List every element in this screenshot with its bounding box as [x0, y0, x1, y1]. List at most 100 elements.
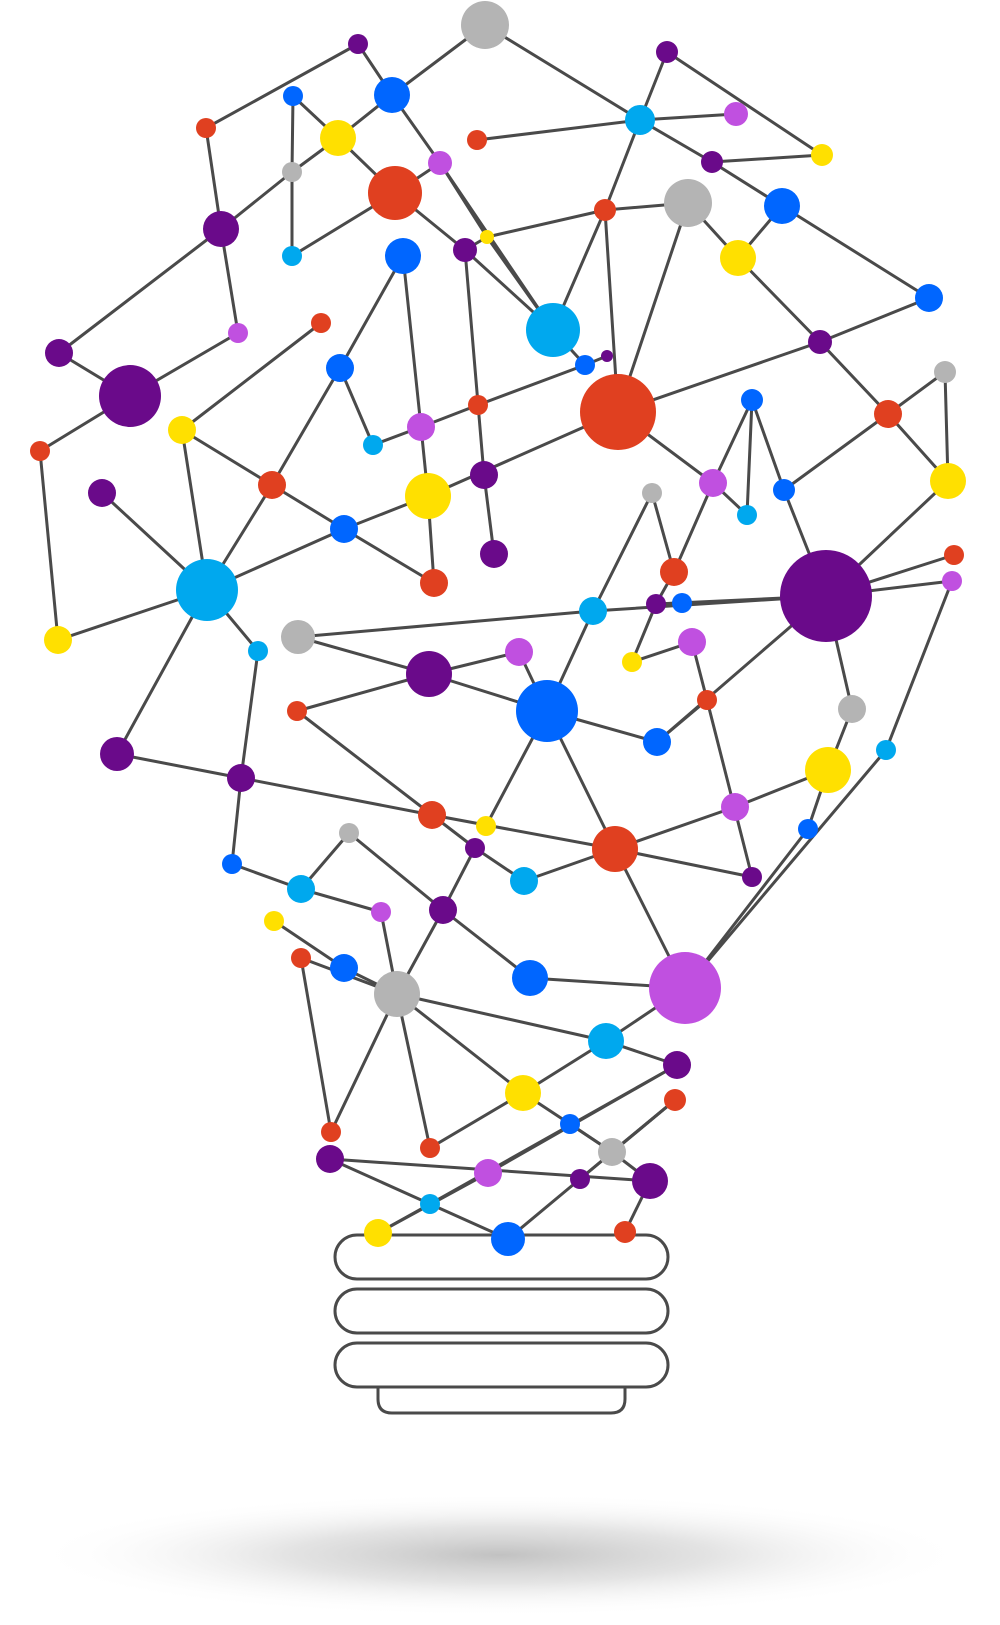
- network-node: [476, 816, 496, 836]
- ground-shadow: [30, 1493, 970, 1617]
- network-node: [942, 571, 962, 591]
- network-node: [44, 626, 72, 654]
- bulb-base-ring-3: [333, 1341, 670, 1389]
- network-node: [575, 355, 595, 375]
- network-node: [88, 479, 116, 507]
- network-edge: [395, 992, 608, 1043]
- network-edge: [750, 398, 786, 492]
- network-node: [944, 545, 964, 565]
- network-node: [467, 130, 487, 150]
- network-node: [99, 365, 161, 427]
- network-node: [838, 695, 866, 723]
- network-node: [579, 597, 607, 625]
- network-node: [480, 230, 494, 244]
- network-edge: [665, 50, 824, 157]
- network-node: [100, 737, 134, 771]
- network-node: [780, 550, 872, 642]
- network-node: [580, 374, 656, 450]
- network-node: [339, 823, 359, 843]
- network-edge: [329, 992, 399, 1134]
- network-edge: [745, 398, 754, 517]
- network-node: [258, 471, 286, 499]
- network-node: [364, 1219, 392, 1247]
- network-node: [330, 515, 358, 543]
- network-node: [808, 330, 832, 354]
- network-node: [570, 1169, 590, 1189]
- network-node: [176, 559, 238, 621]
- network-node: [311, 313, 331, 333]
- network-node: [470, 461, 498, 489]
- network-node: [646, 594, 666, 614]
- network-node: [222, 854, 242, 874]
- network-node: [625, 105, 655, 135]
- network-node: [664, 179, 712, 227]
- network-node: [560, 1114, 580, 1134]
- network-node: [420, 1194, 440, 1214]
- network-edge: [603, 118, 642, 212]
- network-node: [264, 911, 284, 931]
- network-node: [474, 1159, 502, 1187]
- network-edge: [296, 609, 595, 639]
- network-node: [699, 469, 727, 497]
- network-node: [228, 323, 248, 343]
- network-edge: [115, 752, 243, 780]
- network-node: [371, 902, 391, 922]
- network-node: [724, 102, 748, 126]
- network-node: [505, 1075, 541, 1111]
- network-edge: [475, 118, 642, 142]
- network-edge: [395, 992, 525, 1095]
- network-node: [465, 838, 485, 858]
- network-edge: [486, 1063, 679, 1175]
- network-edge: [428, 1091, 525, 1150]
- network-node: [697, 690, 717, 710]
- network-node: [930, 463, 966, 499]
- network-edge: [943, 370, 950, 483]
- network-edge: [395, 992, 432, 1150]
- network-node: [420, 1138, 440, 1158]
- network-node: [480, 540, 508, 568]
- network-edge: [180, 321, 323, 432]
- network-node: [622, 652, 642, 672]
- bulb-base-ring-2: [333, 1287, 670, 1335]
- network-node: [368, 166, 422, 220]
- network-edge: [230, 776, 243, 866]
- network-node: [283, 86, 303, 106]
- network-edge: [672, 481, 715, 574]
- network-edge: [342, 527, 436, 585]
- network-node: [406, 651, 452, 697]
- network-node: [663, 1051, 691, 1079]
- network-edge: [272, 919, 346, 970]
- network-node: [491, 1222, 525, 1256]
- network-node: [281, 620, 315, 654]
- network-edge: [591, 491, 654, 613]
- network-edge: [290, 94, 295, 174]
- network-node: [773, 479, 795, 501]
- network-edge: [180, 428, 274, 487]
- network-node: [196, 118, 216, 138]
- network-edge: [683, 748, 888, 990]
- network-edge: [115, 588, 209, 756]
- network-edge: [710, 153, 824, 164]
- network-node: [737, 505, 757, 525]
- network-edge: [705, 698, 754, 879]
- network-node: [720, 240, 756, 276]
- network-node: [701, 151, 723, 173]
- network-node: [321, 1122, 341, 1142]
- network-node: [805, 747, 851, 793]
- network-node: [664, 1089, 686, 1111]
- network-node: [316, 1145, 344, 1173]
- network-node: [741, 389, 763, 411]
- network-node: [598, 1138, 626, 1166]
- network-node: [420, 569, 448, 597]
- network-edge: [239, 649, 260, 780]
- bulb-base-tip: [376, 1385, 627, 1415]
- network-node: [168, 416, 196, 444]
- network-edge: [338, 254, 405, 370]
- network-node: [601, 350, 613, 362]
- network-edge: [401, 254, 423, 429]
- network-edge: [299, 956, 333, 1134]
- network-node: [227, 764, 255, 792]
- network-node: [348, 34, 368, 54]
- network-node: [678, 628, 706, 656]
- network-node: [405, 473, 451, 519]
